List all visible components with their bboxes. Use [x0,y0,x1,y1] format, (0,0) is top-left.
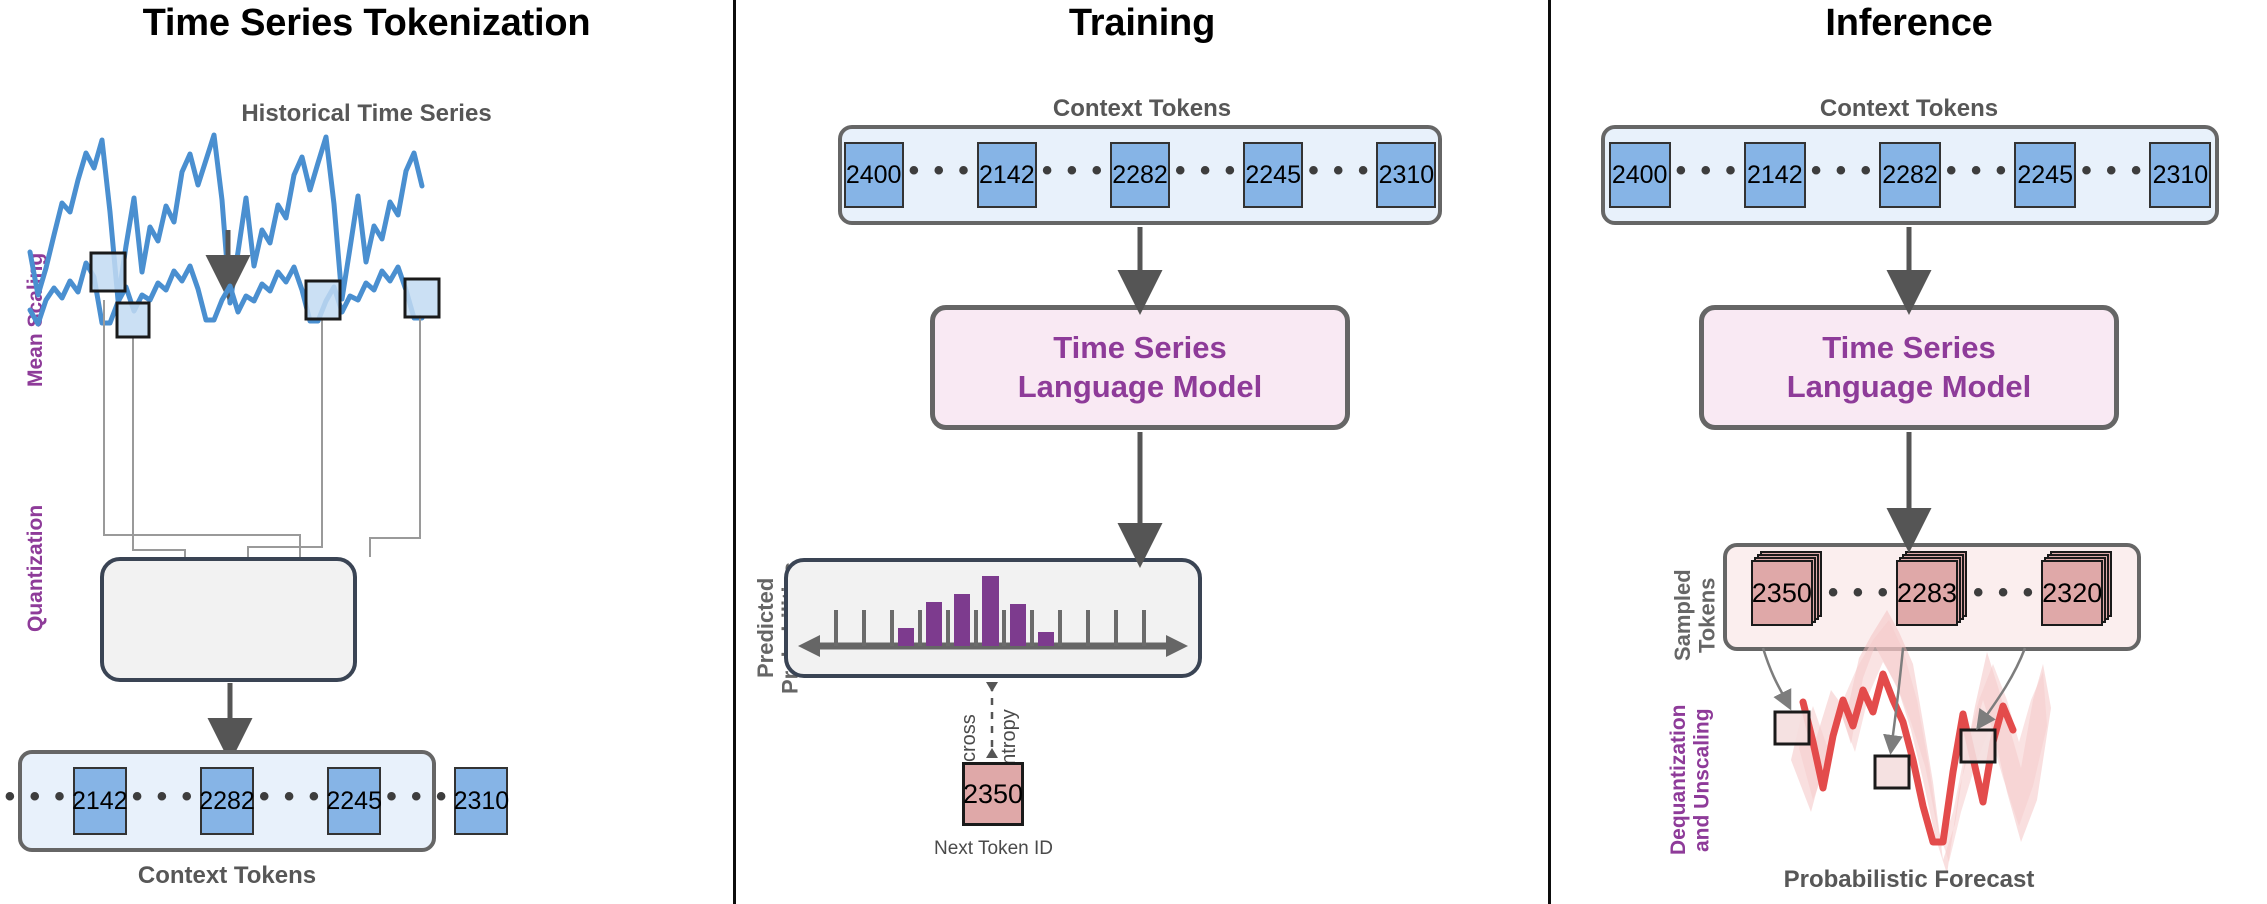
sampled-token-stack: 2320 [2041,551,2113,634]
leader-line-2 [132,337,186,557]
caption-context-tokens-inference: Context Tokens [1819,95,1999,122]
sampled-token-strip: 2350 • • • 2283 • • • 2320 [1723,543,2141,651]
caption-next-token-id: Next Token ID [934,838,1053,859]
panel-divider-2 [1548,0,1551,904]
sampled-token-value: 2320 [2041,560,2104,626]
forecast-box-3 [1959,728,1997,764]
sampled-token-value: 2283 [1896,560,1958,626]
leader-line-3 [247,320,323,557]
window-box-3 [304,279,342,321]
context-token-strip-training: 2400 • • • 2142 • • • 2282 • • • 2245 • … [838,125,1442,225]
token-box: 2142 [72,767,128,835]
ellipsis: • • • [1973,576,2037,609]
panel-training: Training Context Tokens 2400 • • • 2142 … [736,0,1548,904]
page-title-tokenization: Time Series Tokenization [142,2,591,44]
token-box: 2245 [326,767,382,835]
ellipsis: • • • [4,780,68,813]
time-series-language-model-box-inference: Time Series Language Model [1699,305,2119,430]
token-box: 2310 [1376,142,1437,208]
sampled-to-forecast-leaders [1761,647,2027,755]
probability-bars [898,576,1054,646]
ellipsis: • • • [908,154,972,187]
caption-historical-time-series: Historical Time Series [241,100,492,127]
page-title-training: Training [1068,2,1216,44]
panel-tokenization: Time Series Tokenization Historical Time… [0,0,733,904]
token-box: 2142 [976,142,1037,208]
probability-axis-group [798,576,1188,657]
cross-entropy-connector [986,682,998,758]
next-token-box: 2350 [962,762,1024,826]
prob-axis-left-arrow [798,635,820,657]
forecast-median-line [1799,670,2017,846]
ellipsis: • • • [1946,154,2010,187]
token-box: 2282 [1879,142,1941,208]
token-box: 2310 [2149,142,2212,208]
ellipsis: • • • [1675,154,1739,187]
caption-context-tokens-tokenization: Context Tokens [137,862,317,889]
panel-inference: Inference Context Tokens 2400 • • • 2142… [1551,0,2267,904]
window-box-4 [403,277,441,319]
model-label-line1: Time Series [1053,329,1227,365]
ellipsis: • • • [131,780,195,813]
token-box: 2310 [454,767,509,835]
ellipsis: • • • [2081,154,2145,187]
ellipsis: • • • [1041,154,1105,187]
forecast-highlight-group [1773,710,1997,790]
ellipsis: • • • [386,780,450,813]
label-cross: cross [958,714,980,762]
token-box: 2245 [2014,142,2077,208]
caption-probabilistic-forecast: Probabilistic Forecast [1783,866,2035,893]
quantization-window-group [89,251,441,339]
panel-divider-1 [733,0,736,904]
token-box: 2142 [1743,142,1806,208]
token-box: 2400 [843,142,904,208]
model-label-line2: Language Model [1786,368,2032,404]
sampled-token-value: 2350 [1750,560,1813,626]
token-box: 2282 [1110,142,1170,208]
page-title-inference: Inference [1825,2,1993,44]
sampled-token-stack: 2350 [1750,551,1823,634]
context-token-strip-inference: 2400 • • • 2142 • • • 2282 • • • 2245 • … [1601,125,2219,225]
token-box: 2400 [1608,142,1671,208]
token-box: 2282 [199,767,255,835]
model-label-line1: Time Series [1822,329,1996,365]
forecast-uncertainty-band-2 [1799,620,2047,862]
forecast-box-2 [1873,754,1911,790]
sampled-token-stack: 2283 [1896,551,1968,634]
ellipsis: • • • [1810,154,1874,187]
ellipsis: • • • [1308,154,1372,187]
prob-axis-right-arrow [1166,635,1188,657]
ellipsis: • • • [1827,576,1891,609]
inference-graphics [1761,227,2051,874]
quantization-box [100,557,357,682]
training-graphics [798,227,1188,758]
forecast-box-1 [1773,710,1811,746]
ellipsis: • • • [259,780,323,813]
window-box-1 [89,251,127,293]
ellipsis: • • • [1175,154,1239,187]
caption-context-tokens-training: Context Tokens [1052,95,1232,122]
prob-bin-ticks [834,610,1146,646]
model-label-line2: Language Model [1017,368,1263,404]
context-token-strip-tokenization: 2400 • • • 2142 • • • 2282 • • • 2245 • … [0,750,509,852]
leader-line-4 [369,315,421,557]
window-box-2 [115,301,151,339]
token-box: 2245 [1243,142,1304,208]
